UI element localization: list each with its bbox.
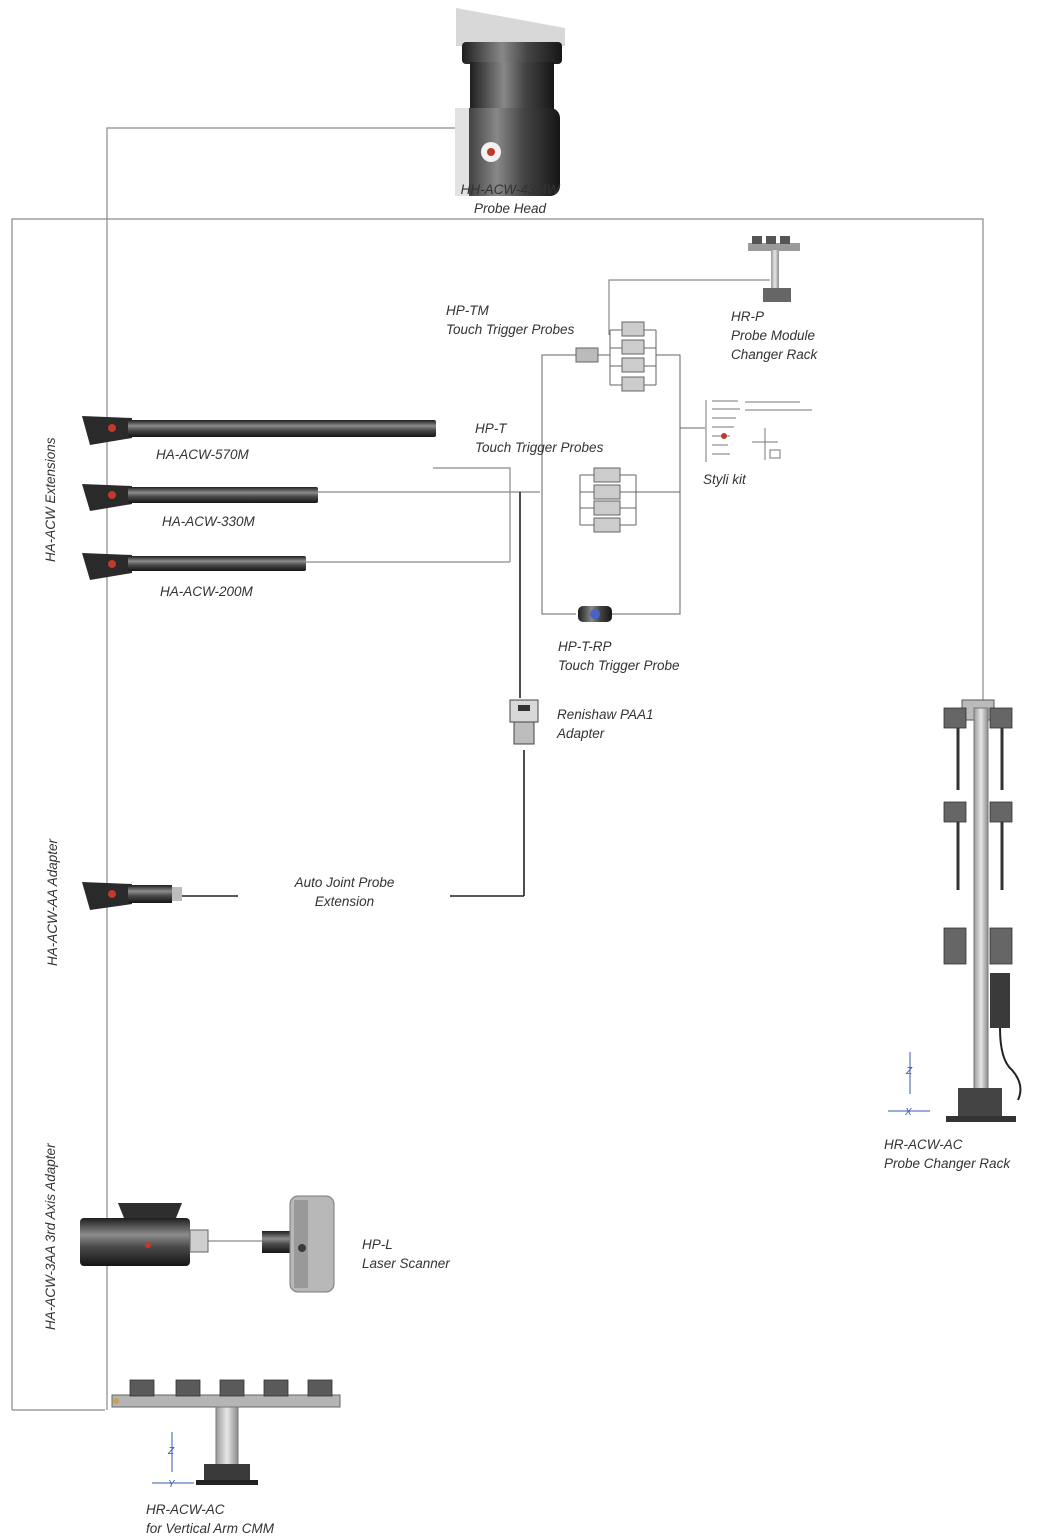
vertical-rack-axis-marks: [152, 1432, 194, 1484]
hp-t-probes-image: [579, 467, 680, 533]
rack-axis-x: X: [904, 1107, 912, 1118]
third-axis-vertical-label: HA-ACW-3AA 3rd Axis Adapter: [43, 1143, 58, 1330]
extension-570m-image: [82, 416, 436, 445]
auto-joint-lines: [178, 492, 525, 897]
connector-lines: [11, 127, 984, 1411]
third-axis-adapter-image: [80, 1203, 209, 1266]
hp-t-rp-image: [578, 606, 612, 622]
styli-kit-image: [705, 400, 812, 462]
paa1-adapter-image: [509, 699, 539, 745]
probe-head-image: [455, 8, 565, 196]
aa-adapter-image: [82, 882, 182, 910]
extension-330m-image: [82, 484, 318, 511]
extension-200m-image: [82, 553, 306, 580]
styli-kit-label: Styli kit: [703, 472, 746, 487]
vertical-rack-axis-y: Y: [168, 1479, 176, 1490]
vertical-arm-rack-image: [111, 1379, 341, 1485]
rack-axis-z: Z: [905, 1066, 913, 1077]
ext-330m-label: HA-ACW-330M: [162, 514, 255, 529]
ext-570m-label: HA-ACW-570M: [156, 447, 249, 462]
ext-200m-label: HA-ACW-200M: [160, 584, 253, 599]
rack-axis-marks: [888, 1052, 930, 1112]
aa-adapter-vertical-label: HA-ACW-AA Adapter: [45, 838, 60, 966]
hr-p-rack-image: [748, 236, 800, 302]
extensions-vertical-label: HA-ACW Extensions: [43, 437, 58, 562]
hp-tm-probes-image: [541, 321, 705, 615]
vertical-rack-axis-z: Z: [167, 1446, 175, 1457]
probe-changer-rack-image: [943, 699, 1022, 1122]
laser-scanner-image: [262, 1195, 335, 1293]
